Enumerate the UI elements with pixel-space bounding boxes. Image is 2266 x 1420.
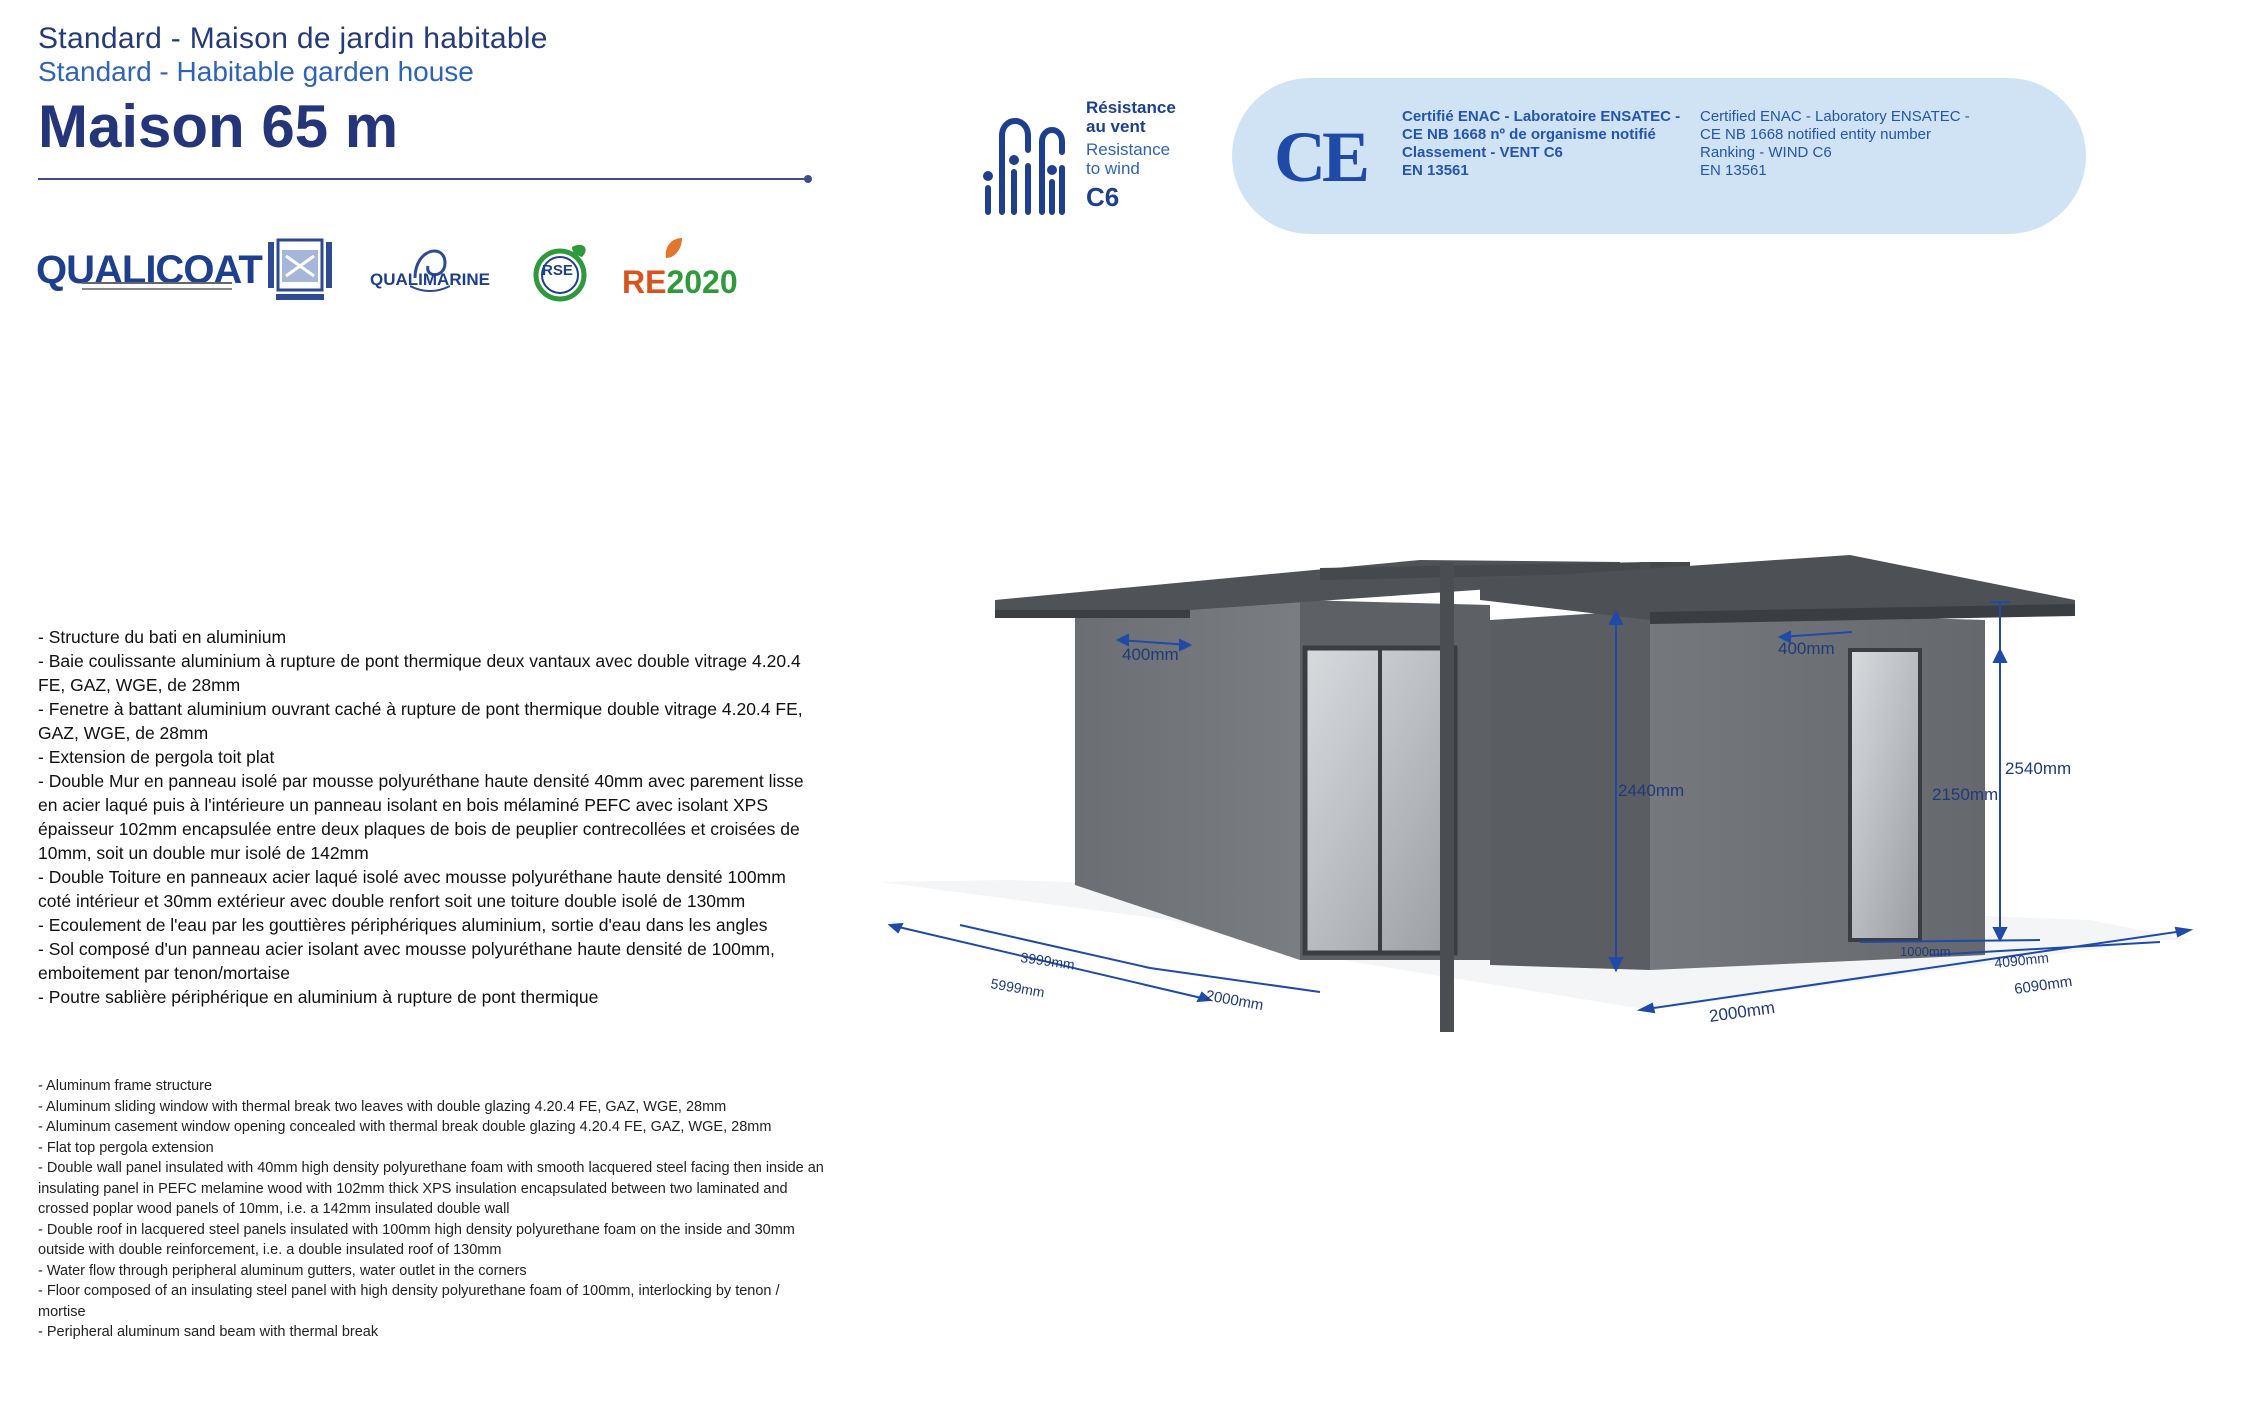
rse-logo: RSE: [532, 230, 592, 310]
spec-en-item: - Double roof in lacquered steel panels …: [38, 1221, 795, 1259]
spec-fr-item: - Fenetre à battant aluminium ouvrant ca…: [38, 699, 803, 743]
spec-en-item: - Aluminum casement window opening conce…: [38, 1119, 772, 1135]
right-module-side-wall: [1490, 610, 1650, 970]
spec-en-item: - Flat top pergola extension: [38, 1139, 214, 1156]
spec-en-item: - Peripheral aluminum sand beam with the…: [38, 1324, 379, 1340]
ce-en-line2: CE NB 1668 notified entity number: [1700, 126, 1931, 143]
dim-width-a: 4090mm: [1994, 949, 2050, 971]
left-module-front-wall: [1075, 600, 1300, 960]
dim-depth-a: 3999mm: [1020, 949, 1076, 972]
rse-logo-text: RSE: [542, 262, 573, 279]
right-module-roof: [1480, 555, 2075, 620]
pergola-roof: [1320, 562, 1690, 580]
spec-fr-item: - Ecoulement de l'eau par les gouttières…: [38, 915, 768, 935]
dim-depth-total: 5999mm: [989, 975, 1045, 1000]
qualicoat-logo: QUALICOAT: [36, 230, 263, 310]
dim-depth-pergola: 2000mm: [1204, 987, 1264, 1014]
spec-fr-item: - Double Toiture en panneaux acier laqué…: [38, 867, 786, 911]
subtitle-french: Standard - Maison de jardin habitable: [38, 22, 548, 55]
dim-overhang-right: 400mm: [1778, 639, 1835, 658]
ce-en-line3: Ranking - WIND C6: [1700, 144, 1832, 161]
wind-label-english-line2: to wind: [1086, 159, 1140, 178]
re2020-logo: RE 2020: [622, 230, 742, 310]
spec-fr-item: - Baie coulissante aluminium à rupture d…: [38, 651, 801, 695]
wind-label-french-line2: au vent: [1086, 117, 1146, 136]
ce-mark: CE: [1274, 117, 1370, 197]
subtitle-english: Standard - Habitable garden house: [38, 56, 474, 87]
dim-height-wall: 2150mm: [1932, 785, 1998, 804]
dim-height-pergola: 2440mm: [1618, 781, 1684, 800]
re2020-logo-prefix: RE: [622, 263, 667, 300]
dimension-lines: [887, 601, 2194, 1014]
title-divider-dot: [804, 175, 812, 183]
ce-certification-english: Certified ENAC - Laboratory ENSATEC - CE…: [1700, 108, 2000, 180]
dim-width-window: 1000mm: [1900, 944, 1951, 959]
spec-en-item: - Floor composed of an insulating steel …: [38, 1283, 780, 1320]
wave-icon: [410, 249, 450, 292]
ce-fr-line2: CE NB 1668 nº de organisme notifié: [1402, 126, 1656, 143]
spec-en-item: - Aluminum frame structure: [38, 1078, 213, 1094]
ce-fr-line1: Certifié ENAC - Laboratoire ENSATEC -: [1402, 108, 1681, 125]
re2020-logo-year: 2020: [666, 263, 738, 300]
spec-fr-item: - Extension de pergola toit plat: [38, 747, 275, 767]
pergola-post: [1440, 562, 1454, 1032]
specifications-french: - Structure du bati en aluminium - Baie …: [38, 625, 818, 1009]
ce-certification-panel: CE Certifié ENAC - Laboratoire ENSATEC -…: [1232, 78, 2086, 234]
qualanod-logo: [264, 230, 336, 310]
wind-label-french: Résistance au vent: [1086, 98, 1216, 136]
ce-certification-french: Certifié ENAC - Laboratoire ENSATEC - CE…: [1402, 108, 1692, 180]
spec-fr-item: - Poutre sablière périphérique en alumin…: [38, 987, 599, 1007]
spec-fr-item: - Structure du bati en aluminium: [38, 627, 287, 647]
casement-window-right: [1848, 648, 1922, 942]
dim-height-total: 2540mm: [2005, 759, 2071, 778]
spec-en-item: - Aluminum sliding window with thermal b…: [38, 1098, 727, 1115]
wind-class-badge: C6: [1086, 182, 1120, 212]
spec-fr-item: - Double Mur en panneau isolé par mousse…: [38, 771, 804, 863]
rse-badge-icon: [533, 244, 587, 302]
dim-width-pergola: 2000mm: [1708, 998, 1776, 1026]
wind-label-english: Resistance to wind: [1086, 140, 1216, 178]
leaf-icon: [665, 238, 682, 258]
qualanod-emblem-icon: [268, 238, 332, 300]
title-divider: [38, 178, 808, 180]
dim-overhang-left: 400mm: [1122, 645, 1179, 664]
wind-icon: [983, 118, 1065, 215]
qualicoat-logo-text: QUALICOAT: [36, 247, 263, 292]
page-title: Maison 65 m: [38, 93, 399, 160]
ce-fr-line3: Classement - VENT C6: [1402, 144, 1563, 161]
ce-en-line4: EN 13561: [1700, 162, 1767, 179]
dim-width-total: 6090mm: [2013, 973, 2073, 998]
spec-en-item: - Water flow through peripheral aluminum…: [38, 1262, 527, 1279]
spec-en-item: - Double wall panel insulated with 40mm …: [38, 1160, 824, 1217]
wind-label-english-line1: Resistance: [1086, 140, 1171, 159]
wind-label-french-line1: Résistance: [1086, 98, 1176, 117]
ce-fr-line4: EN 13561: [1402, 162, 1469, 179]
specifications-english: - Aluminum frame structure - Aluminum sl…: [38, 1076, 828, 1343]
wind-resistance-block: Résistance au vent Resistance to wind C6: [980, 98, 1210, 228]
house-dimension-drawing: 400mm 400mm 2440mm 2150mm 2540mm 3999mm …: [880, 555, 2200, 1032]
ce-en-line1: Certified ENAC - Laboratory ENSATEC -: [1700, 108, 1970, 125]
qualimarine-logo-text: QUALIMARINE: [370, 270, 490, 289]
qualimarine-logo: QUALIMARINE: [370, 230, 500, 310]
spec-fr-item: - Sol composé d'un panneau acier isolant…: [38, 939, 775, 983]
qualicoat-logo-subline: [82, 282, 232, 290]
